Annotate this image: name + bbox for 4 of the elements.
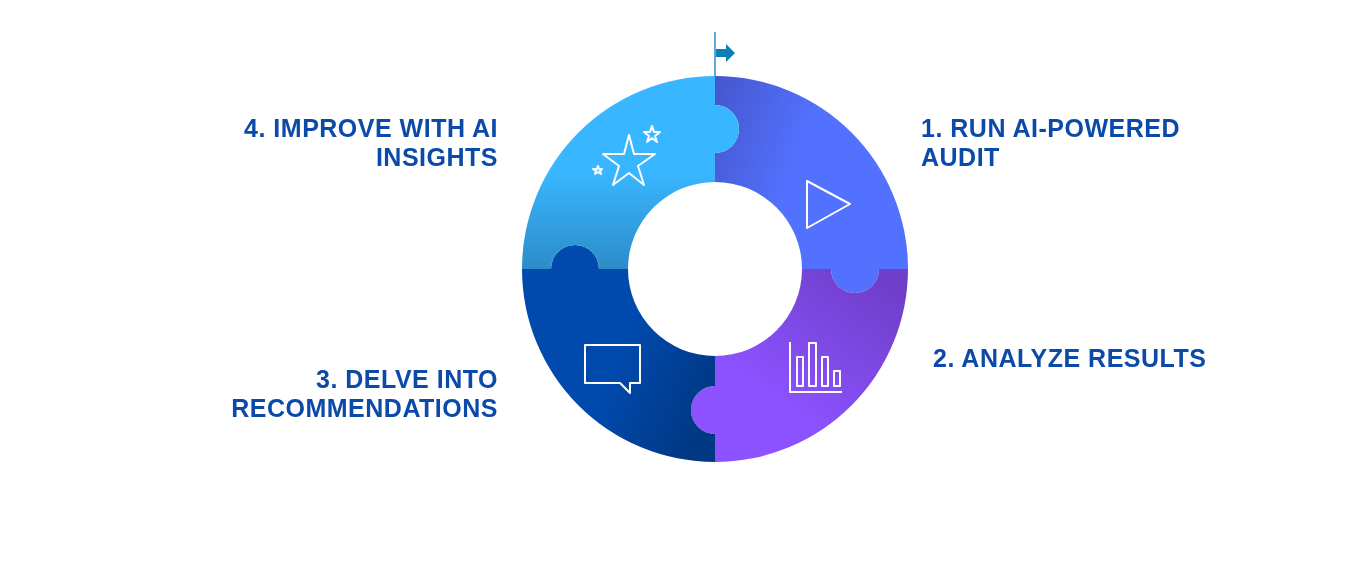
step-label: 4. IMPROVE WITH AI INSIGHTS <box>243 114 498 172</box>
step-label: 3. DELVE INTO RECOMMENDATIONS <box>230 365 498 423</box>
step-label: 2. ANALYZE RESULTS <box>933 344 1208 373</box>
step-label: 1. RUN AI-POWERED AUDIT <box>921 114 1181 172</box>
